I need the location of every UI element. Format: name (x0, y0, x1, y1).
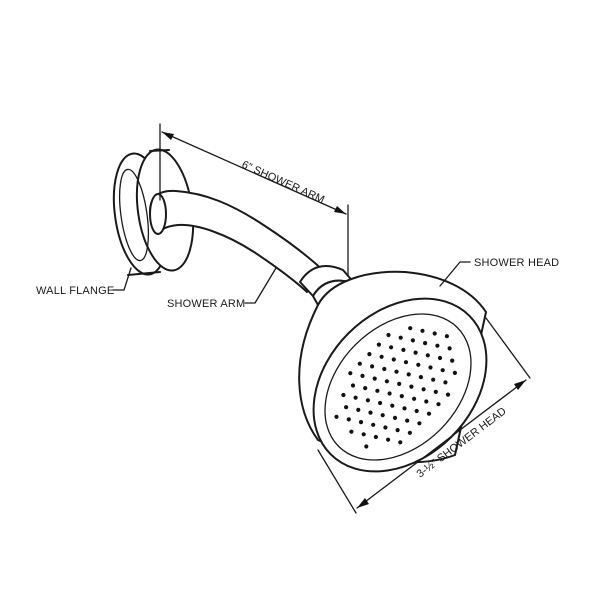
spray-hole (425, 353, 430, 358)
spray-hole (405, 418, 410, 423)
spray-hole (423, 341, 428, 346)
spray-hole (361, 432, 366, 437)
spray-hole (371, 422, 376, 427)
spray-hole (399, 394, 404, 399)
spray-hole (401, 347, 406, 352)
spray-hole (375, 388, 380, 393)
spray-hole (421, 387, 426, 392)
shower-head-label: SHOWER HEAD (474, 257, 559, 269)
spray-hole (445, 392, 451, 397)
spray-hole (407, 430, 412, 435)
leader-shower-arm (244, 267, 277, 304)
spray-hole (403, 360, 409, 365)
spray-hole (357, 361, 362, 366)
spray-hole (364, 444, 369, 449)
spray-hole (437, 355, 443, 361)
shower-head (298, 270, 488, 473)
spray-hole (424, 399, 429, 404)
spray-hole (432, 331, 437, 336)
spray-hole (436, 402, 441, 407)
spray-hole (376, 342, 381, 347)
spray-hole (414, 408, 419, 414)
spray-hole (350, 383, 356, 388)
shower-arm-pipe (149, 189, 361, 306)
spray-hole (420, 328, 425, 333)
spray-hole (435, 343, 440, 348)
spray-hole (428, 365, 433, 370)
spray-hole (395, 428, 400, 433)
spray-hole (363, 386, 368, 391)
spray-hole (365, 398, 370, 403)
spray-hole (418, 375, 423, 380)
spray-hole (409, 384, 414, 389)
spray-hole (443, 380, 448, 385)
spray-hole (386, 332, 391, 338)
spray-hole (391, 357, 396, 362)
spray-hole (348, 371, 353, 376)
spray-hole (444, 334, 449, 339)
spray-hole (368, 410, 373, 415)
spray-hole (392, 415, 398, 420)
spray-hole (447, 346, 452, 351)
spray-hole (426, 411, 432, 416)
spray-hole (383, 425, 388, 430)
spray-hole (397, 381, 402, 386)
wall-flange-label: WALL FLANGE (36, 285, 114, 297)
spray-hole (394, 369, 399, 374)
spray-hole (406, 372, 411, 377)
spray-holes (334, 326, 457, 449)
spray-hole (378, 400, 383, 406)
spray-hole (402, 406, 407, 411)
spray-hole (372, 376, 377, 381)
spray-hole (360, 373, 365, 378)
spray-hole (370, 364, 375, 369)
spray-hole (356, 407, 361, 412)
spray-hole (450, 358, 455, 363)
spray-hole (398, 335, 403, 340)
spray-hole (367, 352, 372, 357)
spray-hole (416, 362, 421, 367)
spray-hole (384, 379, 389, 384)
spray-hole (386, 437, 391, 442)
spray-hole (412, 396, 417, 401)
spray-hole (379, 354, 384, 359)
spray-hole (398, 440, 403, 445)
spray-hole (341, 392, 346, 398)
spray-hole (408, 326, 413, 331)
spray-hole (390, 403, 395, 408)
spray-hole (346, 417, 351, 422)
shower-arm-label: SHOWER ARM (167, 298, 245, 310)
spray-hole (353, 395, 358, 400)
spray-hole (344, 405, 349, 410)
leader-wall-flange (112, 267, 132, 291)
spray-hole (382, 366, 387, 372)
spray-hole (349, 429, 354, 434)
spray-hole (373, 434, 378, 440)
spray-hole (433, 389, 438, 394)
spray-hole (380, 413, 385, 418)
spray-hole (452, 370, 457, 375)
leader-shower-head (439, 261, 471, 287)
spray-hole (440, 368, 445, 373)
spray-hole (387, 391, 392, 396)
spray-hole (334, 414, 339, 419)
spray-hole (413, 350, 418, 355)
spray-hole (358, 420, 364, 425)
arm-dimension-label: 6” SHOWER ARM (240, 159, 326, 206)
spray-hole (417, 421, 422, 426)
spray-hole (431, 377, 436, 382)
spray-hole (410, 338, 415, 343)
spray-hole (389, 345, 394, 350)
